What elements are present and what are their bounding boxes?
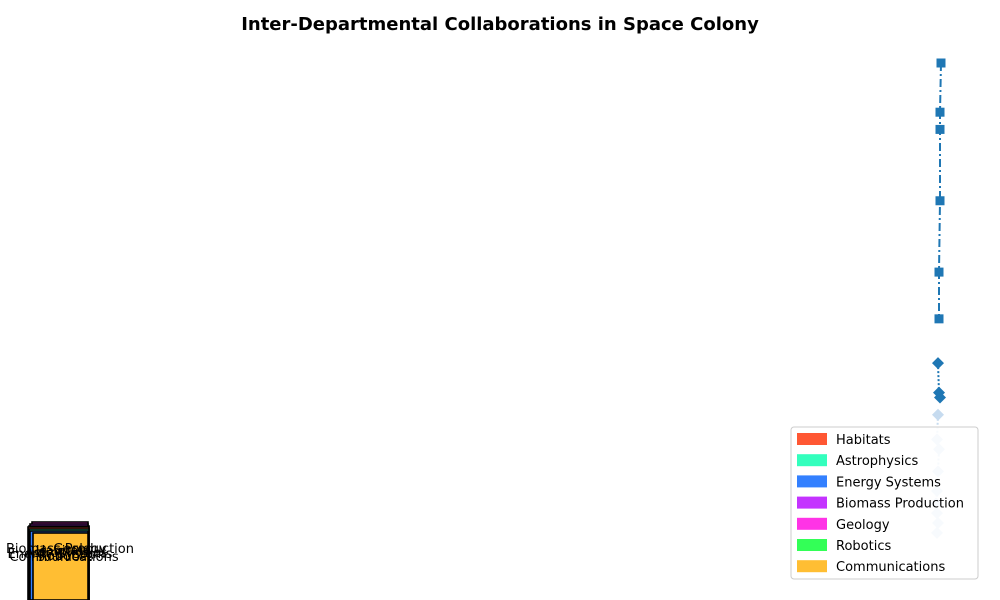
node-label-robotics: Robotics — [38, 549, 93, 564]
legend-swatch-biomass-production — [797, 496, 827, 509]
legend-swatch-astrophysics — [797, 454, 827, 467]
node-label-biomass-production: Biomass Production — [6, 542, 134, 557]
legend-swatch-habitats — [797, 433, 827, 445]
department-boxes — [27, 521, 90, 600]
edge-line-1 — [938, 62, 942, 319]
edge-marker — [935, 124, 945, 134]
edge-marker — [932, 357, 944, 370]
node-label-geology: Geology — [53, 542, 107, 557]
chart-title: Inter-Departmental Collaborations in Spa… — [241, 14, 759, 35]
department-labels: Biomass ProductionGeologyHabitatsAstroph… — [6, 542, 134, 565]
department-box-communications — [32, 532, 89, 600]
legend-swatch-energy-systems — [797, 475, 827, 488]
edge-marker — [934, 267, 944, 277]
edge-marker — [934, 391, 946, 404]
edge-marker — [935, 107, 945, 117]
legend-label-robotics: Robotics — [836, 539, 891, 554]
legend-label-astrophysics: Astrophysics — [836, 454, 918, 469]
legend-label-geology: Geology — [836, 518, 890, 533]
legend-label-habitats: Habitats — [836, 433, 891, 448]
edge-marker — [932, 408, 944, 421]
legend-swatch-geology — [797, 517, 827, 530]
edge-marker — [936, 58, 946, 68]
legend-swatch-communications — [797, 560, 827, 573]
edge-marker — [934, 314, 944, 324]
node-label-habitats: Habitats — [36, 544, 91, 559]
node-label-energy-systems: Energy Systems — [8, 547, 113, 562]
legend-frame — [790, 426, 979, 580]
legend-label-biomass-production: Biomass Production — [836, 497, 964, 512]
legend-label-communications: Communications — [836, 560, 945, 575]
legend-swatch-robotics — [797, 539, 827, 551]
node-label-astrophysics: Astrophysics — [25, 546, 107, 561]
legend-label-energy-systems: Energy Systems — [836, 475, 941, 490]
node-label-communications: Communications — [9, 550, 118, 565]
edge-marker — [935, 196, 945, 206]
